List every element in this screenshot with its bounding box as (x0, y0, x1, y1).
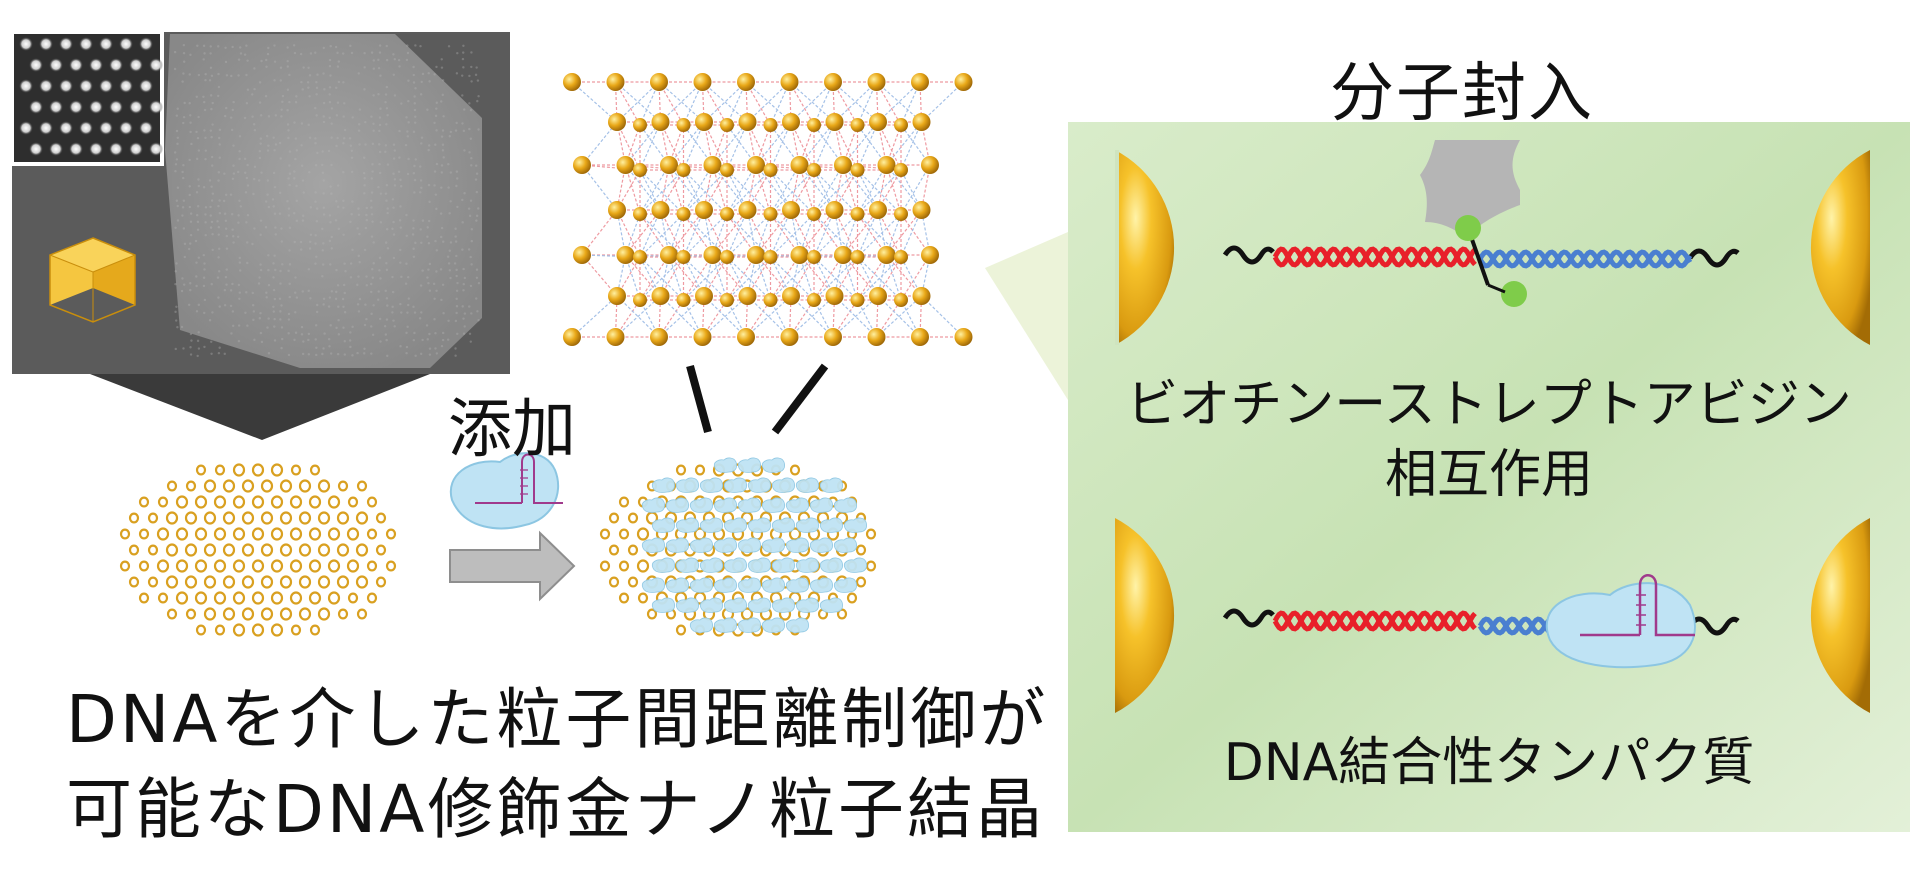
encapsulation-label: 分子封入 (1330, 42, 1594, 134)
biotin-dot (1455, 215, 1481, 241)
panel-callout (985, 232, 1068, 400)
tem-micrograph (12, 32, 510, 374)
lattice-diagram (563, 73, 973, 346)
crystal-before (121, 465, 395, 636)
tem-connector (90, 374, 430, 440)
interaction-label-line2: 相互作用 (1068, 432, 1910, 507)
zoom-line-right (775, 366, 825, 432)
arrow-right-icon (450, 533, 574, 599)
crystal-after (601, 458, 875, 636)
interaction-label-line1: ビオチンーストレプトアビジン (1068, 362, 1910, 437)
caption-line-1: DNAを介した粒子間距離制御が (66, 666, 1048, 762)
zoom-line-left (690, 366, 708, 432)
tem-inset (12, 32, 163, 164)
additive-label: 添加 (448, 378, 576, 470)
biotin-dot (1501, 281, 1527, 307)
caption-line-2: 可能なDNA修飾金ナノ粒子結晶 (66, 756, 1045, 852)
cube-icon (50, 238, 135, 322)
protein-label: DNA結合性タンパク質 (1068, 720, 1910, 795)
